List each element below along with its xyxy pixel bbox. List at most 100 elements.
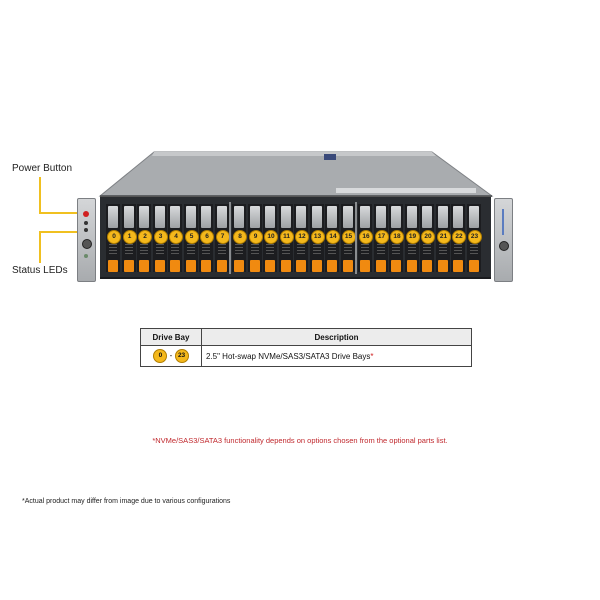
drive-release-tab[interactable] xyxy=(422,260,432,272)
table-row: 0 - 23 2.5" Hot-swap NVMe/SAS3/SATA3 Dri… xyxy=(140,345,472,367)
bay-number: 22 xyxy=(452,230,466,244)
drive-latch[interactable] xyxy=(468,206,479,228)
drive-bay[interactable]: 14 xyxy=(325,204,340,272)
drive-latch[interactable] xyxy=(139,206,149,228)
drive-release-tab[interactable] xyxy=(311,260,322,272)
drive-bay[interactable]: 21 xyxy=(435,204,451,272)
drive-latch[interactable] xyxy=(360,206,370,228)
drive-release-tab[interactable] xyxy=(375,260,386,272)
bay-number: 1 xyxy=(122,230,137,244)
drive-release-tab[interactable] xyxy=(170,260,180,272)
drive-release-tab[interactable] xyxy=(185,260,196,272)
drive-vent xyxy=(124,244,133,256)
drive-release-tab[interactable] xyxy=(201,260,211,272)
drive-release-tab[interactable] xyxy=(360,260,370,272)
drive-latch[interactable] xyxy=(280,206,291,228)
drive-bay[interactable]: 1 xyxy=(121,204,137,272)
drive-bay[interactable]: 8 xyxy=(232,204,247,272)
drive-vent xyxy=(392,244,400,256)
drive-release-tab[interactable] xyxy=(406,260,417,272)
drive-latch[interactable] xyxy=(154,206,165,228)
drive-bay-table: Drive Bay Description 0 - 23 2.5" Hot-sw… xyxy=(140,328,472,367)
table-header: Drive Bay xyxy=(140,328,202,346)
functionality-note: *NVMe/SAS3/SATA3 functionality depends o… xyxy=(152,436,448,445)
drive-latch[interactable] xyxy=(327,206,337,228)
drive-bay[interactable]: 19 xyxy=(404,204,420,272)
drive-latch[interactable] xyxy=(216,206,227,228)
drive-bay[interactable]: 18 xyxy=(389,204,404,272)
drive-latch[interactable] xyxy=(406,206,417,228)
power-button[interactable] xyxy=(83,211,89,217)
drive-latch[interactable] xyxy=(108,206,118,228)
drive-latch[interactable] xyxy=(375,206,386,228)
drive-release-tab[interactable] xyxy=(296,260,306,272)
drive-bay[interactable]: 16 xyxy=(358,204,373,272)
chassis-top-cover xyxy=(98,151,494,197)
bay-group-divider xyxy=(355,202,357,274)
drive-bay[interactable]: 4 xyxy=(168,204,183,272)
drive-latch[interactable] xyxy=(249,206,260,228)
drive-bay[interactable]: 17 xyxy=(373,204,389,272)
drive-release-tab[interactable] xyxy=(216,260,227,272)
drive-release-tab[interactable] xyxy=(437,260,448,272)
drive-bay[interactable]: 22 xyxy=(451,204,466,272)
drive-release-tab[interactable] xyxy=(280,260,291,272)
drive-bay[interactable]: 9 xyxy=(247,204,263,272)
drive-vent xyxy=(109,244,117,256)
bay-number: 15 xyxy=(341,230,356,244)
bay-number: 10 xyxy=(264,230,278,244)
bay-group-divider xyxy=(229,202,231,274)
bay-number: 21 xyxy=(436,230,451,244)
drive-latch[interactable] xyxy=(422,206,432,228)
bay-number: 13 xyxy=(310,230,325,244)
drive-bay[interactable]: 2 xyxy=(137,204,152,272)
drive-latch[interactable] xyxy=(453,206,463,228)
drive-latch[interactable] xyxy=(437,206,448,228)
drive-release-tab[interactable] xyxy=(453,260,463,272)
drive-bay[interactable]: 13 xyxy=(309,204,325,272)
power-button-callout: Power Button xyxy=(12,163,73,174)
drive-latch[interactable] xyxy=(185,206,196,228)
drive-release-tab[interactable] xyxy=(342,260,353,272)
drive-bay[interactable]: 11 xyxy=(278,204,294,272)
drive-release-tab[interactable] xyxy=(265,260,275,272)
drive-bay[interactable]: 23 xyxy=(466,204,482,272)
drive-bay[interactable]: 6 xyxy=(199,204,214,272)
drive-release-tab[interactable] xyxy=(108,260,118,272)
drive-bay[interactable]: 12 xyxy=(294,204,309,272)
drive-latch[interactable] xyxy=(391,206,401,228)
bay-badge: 0 xyxy=(153,349,168,363)
drive-release-tab[interactable] xyxy=(123,260,134,272)
drive-bay[interactable]: 7 xyxy=(214,204,230,272)
drive-release-tab[interactable] xyxy=(468,260,479,272)
description-cell: 2.5" Hot-swap NVMe/SAS3/SATA3 Drive Bays… xyxy=(201,345,472,367)
drive-latch[interactable] xyxy=(311,206,322,228)
description-text: 2.5" Hot-swap NVMe/SAS3/SATA3 Drive Bays xyxy=(206,351,371,361)
drive-latch[interactable] xyxy=(170,206,180,228)
drive-bay[interactable]: 10 xyxy=(263,204,278,272)
drive-vent xyxy=(297,244,305,256)
drive-bay[interactable]: 20 xyxy=(420,204,435,272)
drive-latch[interactable] xyxy=(296,206,306,228)
drive-bay[interactable]: 0 xyxy=(106,204,121,272)
left-rack-ear xyxy=(77,198,96,282)
bay-number: 4 xyxy=(169,230,183,244)
drive-release-tab[interactable] xyxy=(139,260,149,272)
drive-bay[interactable]: 5 xyxy=(183,204,199,272)
drive-release-tab[interactable] xyxy=(234,260,244,272)
drive-vent xyxy=(266,244,274,256)
drive-vent xyxy=(328,244,336,256)
drive-release-tab[interactable] xyxy=(154,260,165,272)
drive-bay[interactable]: 3 xyxy=(152,204,168,272)
drive-bay[interactable]: 15 xyxy=(340,204,356,272)
drive-release-tab[interactable] xyxy=(391,260,401,272)
drive-vent xyxy=(361,244,369,256)
drive-release-tab[interactable] xyxy=(327,260,337,272)
bay-number: 19 xyxy=(405,230,420,244)
drive-latch[interactable] xyxy=(123,206,134,228)
drive-latch[interactable] xyxy=(234,206,244,228)
drive-latch[interactable] xyxy=(342,206,353,228)
drive-release-tab[interactable] xyxy=(249,260,260,272)
drive-latch[interactable] xyxy=(201,206,211,228)
drive-latch[interactable] xyxy=(265,206,275,228)
